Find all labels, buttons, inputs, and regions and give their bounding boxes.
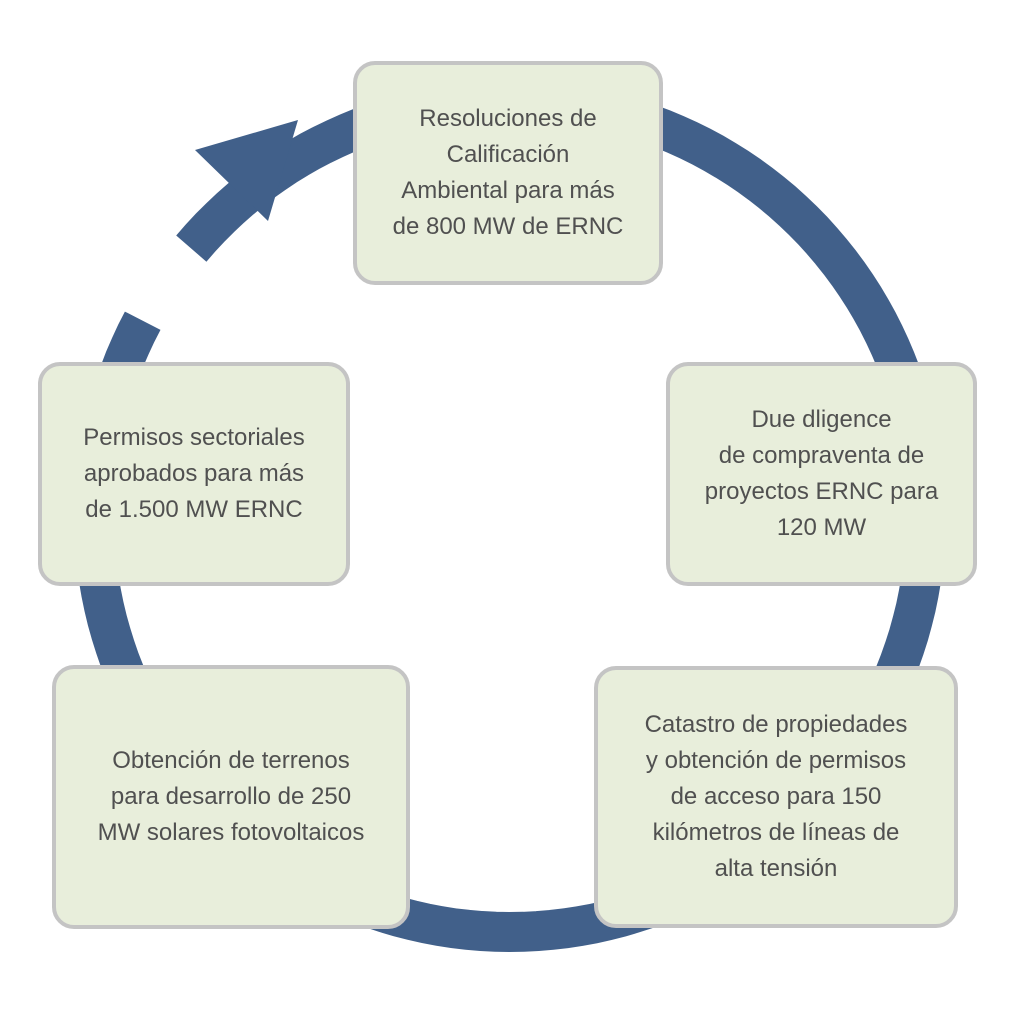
cycle-arrowhead-icon [195, 120, 298, 221]
cycle-step-property-cadastre: Catastro de propiedades y obtención de p… [594, 666, 958, 928]
cycle-step-label: Obtención de terrenos para desarrollo de… [97, 747, 365, 846]
cycle-step-label: Resoluciones de Calificación Ambiental p… [392, 105, 624, 240]
cycle-step-environmental-resolutions: Resoluciones de Calificación Ambiental p… [353, 61, 663, 285]
cycle-step-label: Catastro de propiedades y obtención de p… [644, 711, 908, 882]
cycle-step-label: Due dligence de compraventa de proyectos… [704, 406, 939, 541]
cycle-step-label: Permisos sectoriales aprobados para más … [83, 424, 305, 523]
cycle-step-sector-permits: Permisos sectoriales aprobados para más … [38, 362, 350, 586]
cycle-step-due-diligence: Due dligence de compraventa de proyectos… [666, 362, 977, 586]
cycle-step-land-acquisition: Obtención de terrenos para desarrollo de… [52, 665, 410, 929]
